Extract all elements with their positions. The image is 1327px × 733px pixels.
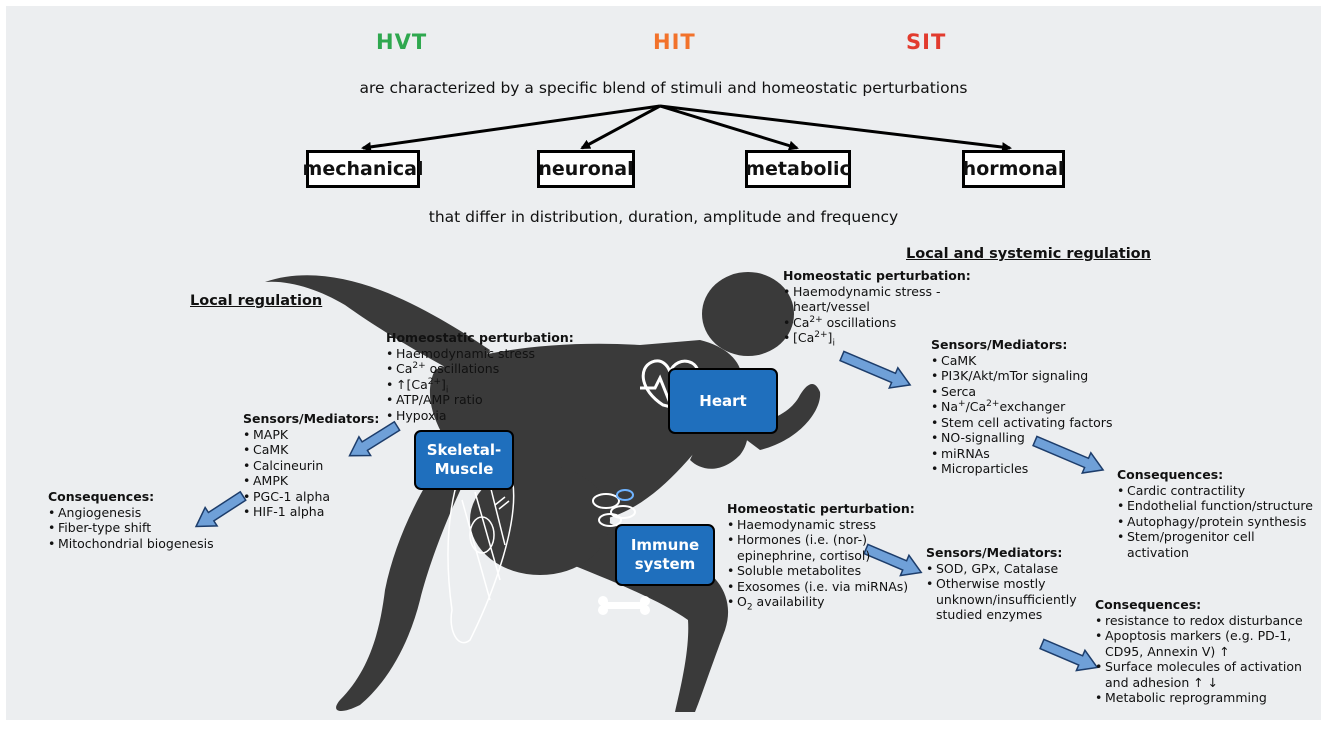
arrow-immune-consequences (1039, 638, 1099, 672)
immune-perturbation-item: O2 availability (727, 594, 915, 612)
heart-perturbation-item: Ca2+ oscillations (783, 315, 971, 331)
muscle-consequences: Consequences: Angiogenesis Fiber-type sh… (48, 489, 214, 551)
distribution-line: that differ in distribution, duration, a… (428, 208, 899, 226)
muscle-perturbation-item: Ca2+ oscillations (386, 361, 574, 377)
immune-sensor-item: studied enzymes (936, 607, 1043, 622)
heart-sensor-item: CaMK (931, 353, 1112, 369)
organ-heart: Heart (668, 368, 778, 434)
heart-sensor-item: PI3K/Akt/mTor signaling (931, 368, 1112, 384)
heart-sensor-item: miRNAs (931, 446, 1112, 462)
stimulus-mechanical: mechanical (303, 150, 423, 188)
muscle-sensor-item: CaMK (243, 442, 379, 458)
intro-line: are characterized by a specific blend of… (359, 79, 968, 97)
muscle-consequence-item: Fiber-type shift (48, 520, 214, 536)
muscle-sensor-item: Calcineurin (243, 458, 379, 474)
muscle-sensors-title: Sensors/Mediators: (243, 411, 380, 426)
immune-perturbation-item: Hormones (i.e. (nor-) (727, 532, 915, 548)
immune-consequence-item: and adhesion ↑ ↓ (1105, 674, 1219, 690)
immune-consequence-item: Surface molecules of activation (1095, 659, 1303, 675)
heart-consequence-item: Stem/progenitor cell (1117, 529, 1313, 545)
immune-consequence-item: CD95, Annexin V) ↑ (1105, 643, 1230, 659)
arrow-heart-sensors (839, 350, 912, 389)
heart-sensor-item: Na+/Ca2+exchanger (931, 399, 1112, 415)
muscle-perturbation-item: ATP/AMP ratio (386, 392, 574, 408)
muscle-sensor-item: AMPK (243, 473, 379, 489)
muscle-consequence-item: Mitochondrial biogenesis (48, 536, 214, 552)
stimulus-neuronal: neuronal (537, 150, 635, 188)
muscle-consequences-title: Consequences: (48, 489, 155, 504)
immune-perturbation-item: epinephrine, cortisol) (737, 547, 871, 563)
immune-sensor-item: unknown/insufficiently (936, 591, 1077, 607)
heading-systemic-regulation: Local and systemic regulation (906, 246, 1151, 262)
heart-sensors-title: Sensors/Mediators: (931, 337, 1068, 352)
heart-consequence-item: Cardic contractility (1117, 483, 1313, 499)
heart-sensor-item: Stem cell activating factors (931, 415, 1112, 431)
runner-head (702, 272, 794, 356)
organ-skeletal-muscle: Skeletal- Muscle (414, 430, 514, 490)
heart-consequences: Consequences: Cardic contractility Endot… (1117, 467, 1313, 560)
bone-icon (598, 596, 650, 615)
immune-perturbation-title: Homeostatic perturbation: (727, 501, 915, 516)
heart-consequence-item: Autophagy/protein synthesis (1117, 514, 1313, 530)
immune-sensor-item: Otherwise mostly (926, 576, 1077, 592)
heart-sensor-item: Serca (931, 384, 1112, 400)
heart-perturbation-item: [Ca2+]i (783, 330, 971, 348)
muscle-sensor-item: MAPK (243, 427, 379, 443)
heart-consequence-item: Endothelial function/structure (1117, 498, 1313, 514)
immune-perturbation: Homeostatic perturbation: Haemodynamic s… (727, 501, 915, 612)
muscle-perturbation-item: Hypoxia (386, 408, 574, 424)
muscle-sensors: Sensors/Mediators: MAPK CaMK Calcineurin… (243, 411, 379, 520)
muscle-consequence-item: Angiogenesis (48, 505, 214, 521)
immune-consequence-item: resistance to redox disturbance (1095, 613, 1303, 629)
muscle-sensor-item: HIF-1 alpha (243, 504, 379, 520)
runner-rear-leg (336, 455, 470, 712)
training-type-hvt: HVT (376, 30, 428, 54)
muscle-perturbation-item: Haemodynamic stress (386, 346, 574, 362)
heart-sensors: Sensors/Mediators: CaMK PI3K/Akt/mTor si… (931, 337, 1112, 477)
immune-consequence-item: Metabolic reprogramming (1095, 690, 1303, 706)
heart-sensor-item: NO-signalling (931, 430, 1112, 446)
immune-consequences-title: Consequences: (1095, 597, 1202, 612)
immune-sensor-item: SOD, GPx, Catalase (926, 561, 1077, 577)
training-type-sit: SIT (906, 30, 947, 54)
muscle-perturbation-title: Homeostatic perturbation: (386, 330, 574, 345)
immune-consequence-item: Apoptosis markers (e.g. PD-1, (1095, 628, 1303, 644)
training-type-hit: HIT (653, 30, 696, 54)
heart-perturbation-title: Homeostatic perturbation: (783, 268, 971, 283)
organ-immune-system: Immune system (615, 524, 715, 586)
immune-cells-icon (592, 489, 636, 527)
immune-consequences: Consequences: resistance to redox distur… (1095, 597, 1303, 706)
immune-perturbation-item: Haemodynamic stress (727, 517, 915, 533)
immune-perturbation-item: Exosomes (i.e. via miRNAs) (727, 579, 915, 595)
heart-perturbation: Homeostatic perturbation: Haemodynamic s… (783, 268, 971, 348)
stimulus-metabolic: metabolic (745, 150, 851, 188)
heart-sensor-item: Microparticles (931, 461, 1112, 477)
heart-perturbation-item: heart/vessel (793, 299, 870, 314)
muscle-sensor-item: PGC-1 alpha (243, 489, 379, 505)
immune-sensors-title: Sensors/Mediators: (926, 545, 1063, 560)
heart-consequences-title: Consequences: (1117, 467, 1224, 482)
heading-local-regulation: Local regulation (190, 293, 323, 309)
immune-sensors: Sensors/Mediators: SOD, GPx, Catalase Ot… (926, 545, 1077, 623)
muscle-perturbation: Homeostatic perturbation: Haemodynamic s… (386, 330, 574, 423)
runner-front-leg (560, 500, 729, 712)
immune-perturbation-item: Soluble metabolites (727, 563, 915, 579)
heart-perturbation-item: Haemodynamic stress - (783, 284, 971, 300)
muscle-perturbation-item: ↑[Ca2+]i (386, 377, 574, 395)
stimulus-hormonal: hormonal (962, 150, 1065, 188)
heart-consequence-item: activation (1127, 544, 1189, 560)
